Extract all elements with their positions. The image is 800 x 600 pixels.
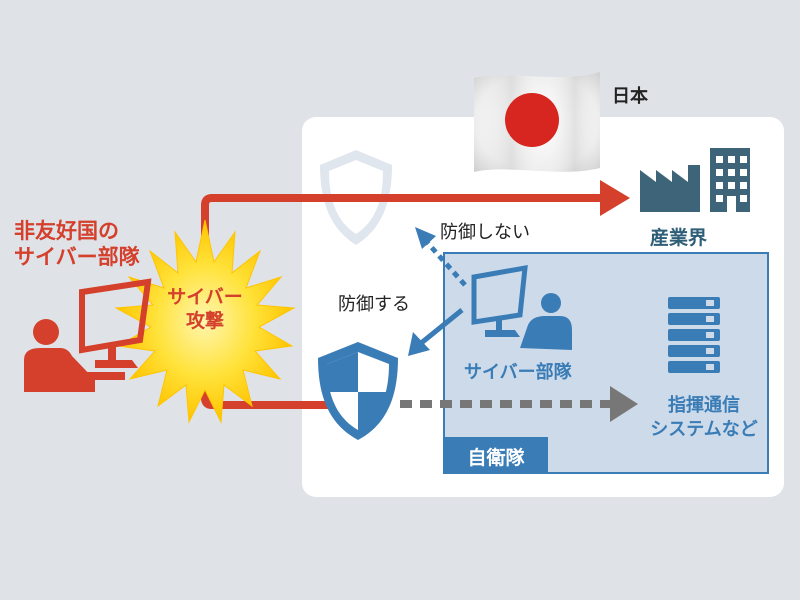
attacker-label-line1: 非友好国の: [14, 219, 119, 243]
building-icon: [710, 148, 750, 212]
cyber-unit-computer-icon: [471, 264, 572, 350]
attacker-label-line2: サイバー部隊: [14, 245, 140, 269]
gray-dashed-arrow: [400, 386, 638, 422]
attack-label-line1: サイバー: [167, 286, 243, 308]
cyber-unit-label: サイバー部隊: [464, 362, 572, 383]
factory-icon: [640, 165, 700, 212]
systems-label: 指揮通信 システムなど: [636, 394, 772, 442]
defense-shield-icon: [318, 342, 398, 440]
sdf-label-box: [444, 437, 548, 473]
defense-label: 防御する: [338, 294, 410, 315]
attack-arrow-top: [201, 180, 630, 259]
no-defense-label: 防御しない: [440, 222, 530, 243]
country-label: 日本: [612, 86, 648, 107]
attack-label-line2: 攻撃: [185, 310, 224, 332]
attack-label: サイバー 攻撃: [158, 285, 252, 333]
systems-label-line1: 指揮通信: [668, 395, 740, 416]
industry-label: 産業界: [650, 227, 708, 249]
attacker-label: 非友好国の サイバー部隊: [14, 218, 140, 270]
defense-arrow: [408, 308, 464, 356]
systems-label-line2: システムなど: [650, 419, 758, 440]
sdf-label: 自衛隊: [467, 447, 525, 469]
no-defense-arrow: [415, 227, 467, 287]
japan-flag: [474, 72, 600, 172]
attacker-computer-icon: [24, 278, 152, 392]
server-icon: [668, 297, 720, 373]
